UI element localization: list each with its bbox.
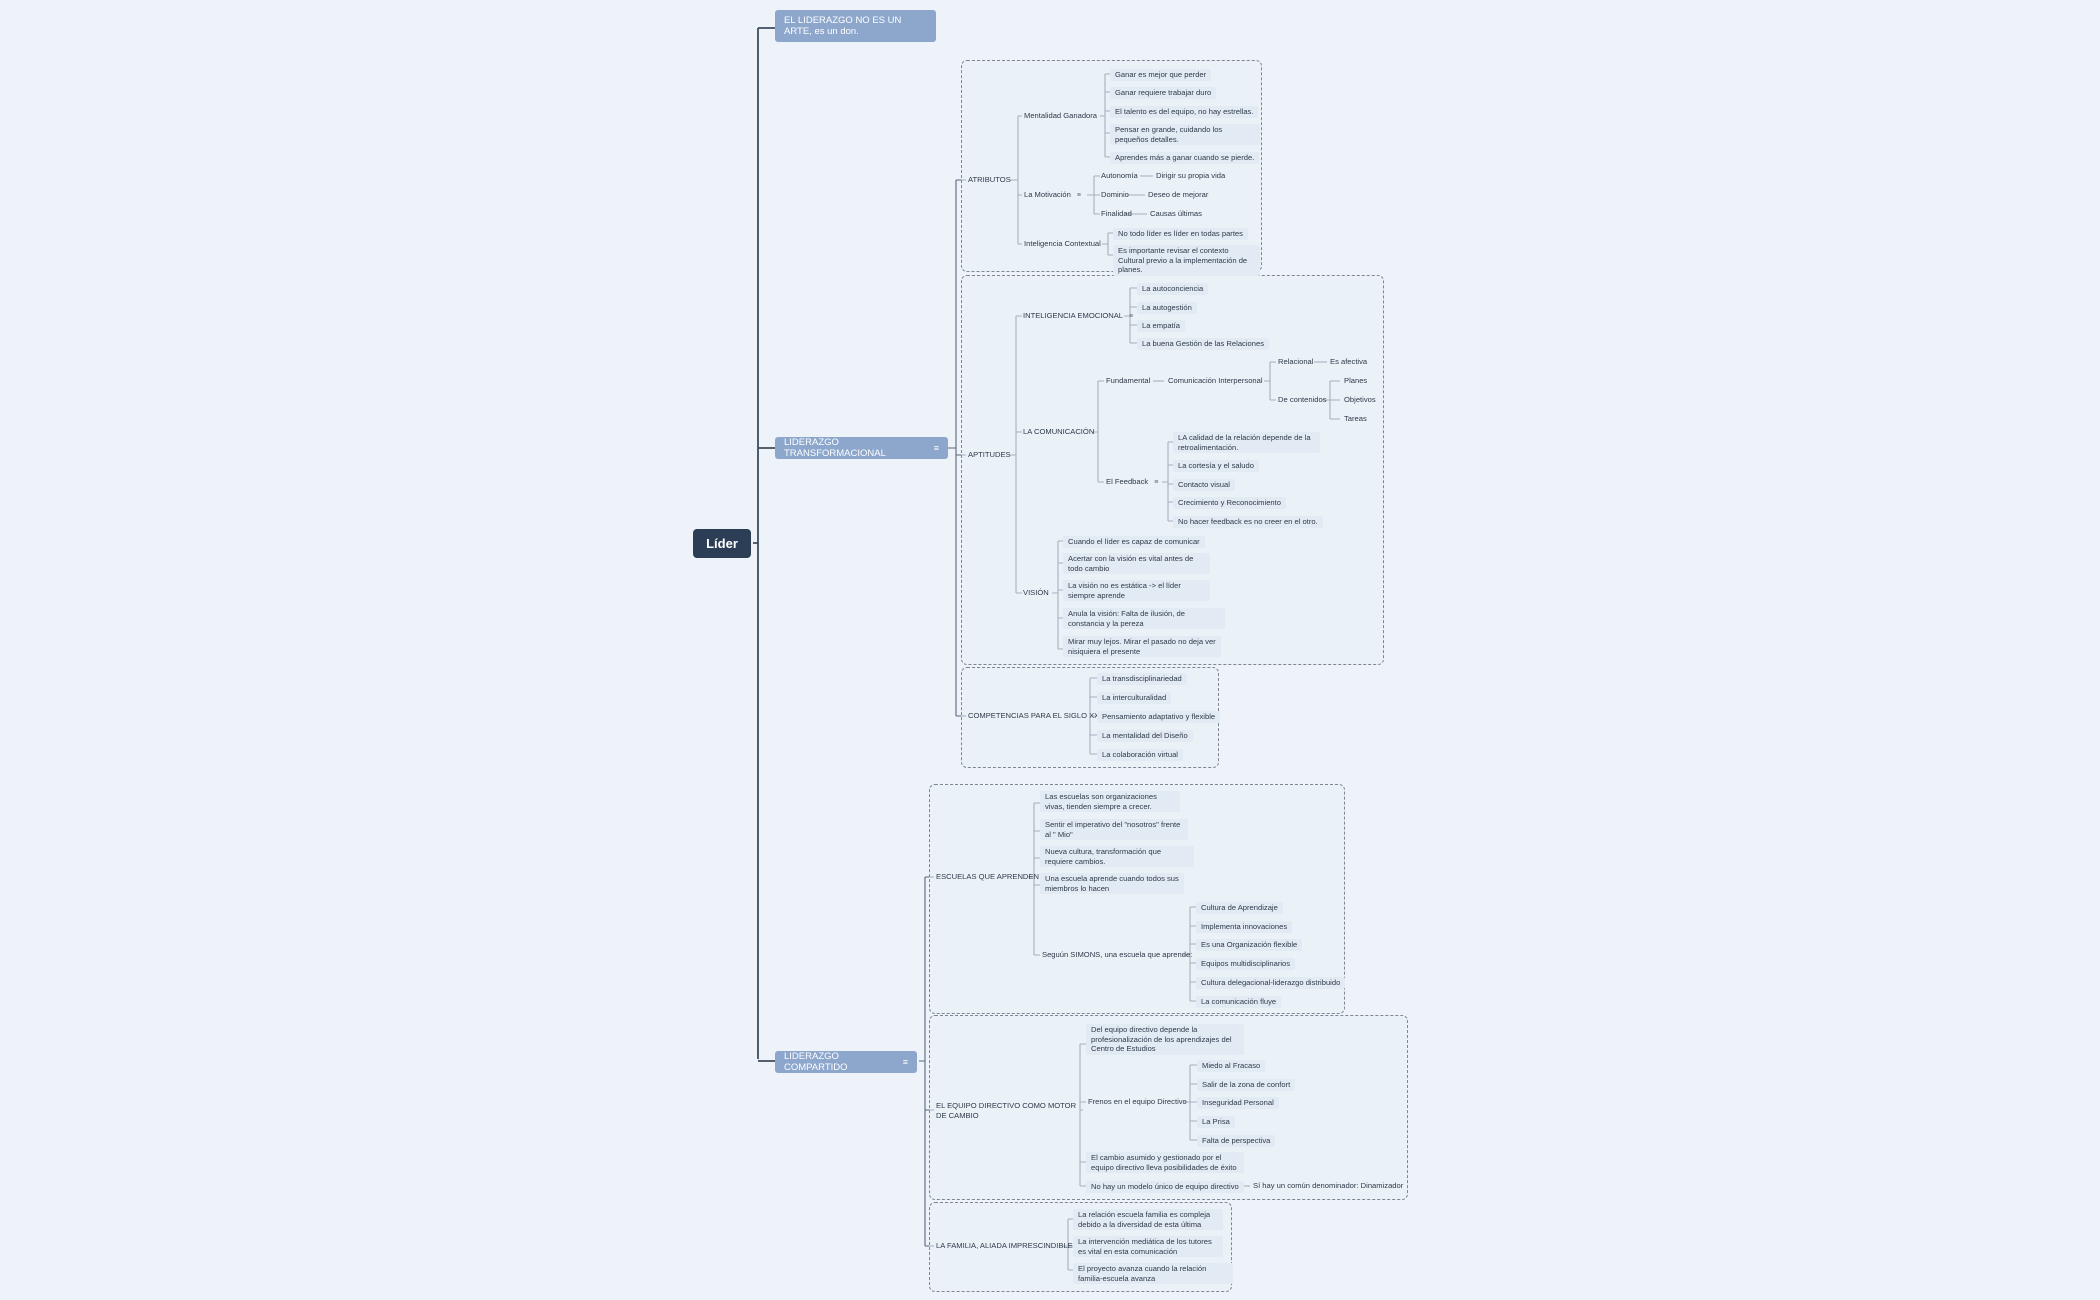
- leaf-contextual-1[interactable]: No todo líder es líder en todas partes: [1113, 228, 1248, 240]
- node-planes[interactable]: Planes: [1344, 376, 1368, 385]
- node-equipo-directivo[interactable]: EL EQUIPO DIRECTIVO COMO MOTOR DE CAMBIO: [936, 1101, 1077, 1120]
- node-tareas[interactable]: Tareas: [1344, 414, 1367, 423]
- node-comunicacion-interpersonal[interactable]: Comunicación Interpersonal: [1168, 376, 1263, 385]
- leaf-simons-1[interactable]: Cultura de Aprendizaje: [1196, 902, 1283, 914]
- node-familia[interactable]: LA FAMILIA, ALIADA IMPRESCINDIBLE: [936, 1241, 1073, 1250]
- node-fundamental[interactable]: Fundamental: [1106, 376, 1151, 385]
- leaf-emocional-1[interactable]: La autoconciencia: [1137, 283, 1209, 295]
- notes-icon[interactable]: ≡: [1129, 313, 1134, 320]
- leaf-vision-5[interactable]: Mirar muy lejos. Mirar el pasado no deja…: [1063, 636, 1221, 657]
- node-competencias[interactable]: COMPETENCIAS PARA EL SIGLO XXI: [968, 711, 1102, 720]
- leaf-mentalidad-3[interactable]: El talento es del equipo, no hay estrell…: [1110, 106, 1259, 118]
- node-escuelas[interactable]: ESCUELAS QUE APRENDEN: [936, 872, 1039, 881]
- leaf-frenos-3[interactable]: Inseguridad Personal: [1197, 1097, 1279, 1109]
- leaf-equipo-modelo[interactable]: No hay un modelo único de equipo directi…: [1086, 1181, 1244, 1193]
- node-autonomia[interactable]: Autonomía: [1101, 171, 1138, 180]
- leaf-emocional-3[interactable]: La empatía: [1137, 320, 1185, 332]
- node-frenos[interactable]: Frenos en el equipo Directivo: [1088, 1097, 1187, 1106]
- leaf-competencias-5[interactable]: La colaboración virtual: [1097, 749, 1183, 761]
- leaf-simons-6[interactable]: La comunicación fluye: [1196, 996, 1282, 1008]
- node-vision[interactable]: VISIÓN: [1023, 588, 1049, 597]
- leaf-escuelas-2[interactable]: Sentir el imperativo del "nosotros" fren…: [1040, 819, 1188, 840]
- notes-icon[interactable]: ≡: [1076, 192, 1081, 199]
- leaf-mentalidad-1[interactable]: Ganar es mejor que perder: [1110, 69, 1212, 81]
- node-atributos[interactable]: ATRIBUTOS: [968, 175, 1011, 184]
- leaf-vision-3[interactable]: La visión no es estática -> el líder sie…: [1063, 580, 1210, 601]
- leaf-vision-2[interactable]: Acertar con la visión es vital antes de …: [1063, 553, 1210, 574]
- node-finalidad[interactable]: Finalidad: [1101, 209, 1132, 218]
- leaf-escuelas-1[interactable]: Las escuelas son organizaciones vivas, t…: [1040, 791, 1180, 812]
- leaf-emocional-2[interactable]: La autogestión: [1137, 302, 1197, 314]
- node-simons[interactable]: Seguún SIMONS, una escuela que aprende:: [1042, 950, 1193, 959]
- node-es-afectiva[interactable]: Es afectiva: [1330, 357, 1368, 366]
- leaf-simons-2[interactable]: Implementa innovaciones: [1196, 921, 1293, 933]
- leaf-mentalidad-2[interactable]: Ganar requiere trabajar duro: [1110, 87, 1217, 99]
- node-autonomia-detail[interactable]: Dirigir su propia vida: [1156, 171, 1226, 180]
- leaf-vision-4[interactable]: Anula la visión: Falta de ilusión, de co…: [1063, 608, 1225, 629]
- node-aptitudes[interactable]: APTITUDES: [968, 450, 1011, 459]
- root-node[interactable]: Líder: [693, 529, 751, 558]
- leaf-frenos-4[interactable]: La Prisa: [1197, 1116, 1235, 1128]
- leaf-competencias-2[interactable]: La interculturalidad: [1097, 692, 1172, 704]
- leaf-simons-5[interactable]: Cultura delegacional-liderazgo distribui…: [1196, 977, 1346, 989]
- leaf-familia-1[interactable]: La relación escuela familia es compleja …: [1073, 1209, 1223, 1230]
- node-inteligencia-contextual[interactable]: Inteligencia Contextual: [1024, 239, 1101, 248]
- leaf-simons-4[interactable]: Equipos multidisciplinarios: [1196, 958, 1296, 970]
- node-dominio[interactable]: Dominio: [1101, 190, 1129, 199]
- notes-icon[interactable]: ≡: [902, 1056, 908, 1067]
- node-modelo-detail[interactable]: Sí hay un común denominador: Dinamizador: [1253, 1181, 1404, 1190]
- branch-compartido[interactable]: LIDERAZGO COMPARTIDO ≡: [775, 1051, 917, 1073]
- node-motivacion[interactable]: La Motivación ≡: [1024, 190, 1081, 201]
- node-finalidad-detail[interactable]: Causas últimas: [1150, 209, 1202, 218]
- leaf-frenos-5[interactable]: Falta de perspectiva: [1197, 1135, 1276, 1147]
- leaf-escuelas-4[interactable]: Una escuela aprende cuando todos sus mie…: [1040, 873, 1184, 894]
- leaf-escuelas-3[interactable]: Nueva cultura, transformación que requie…: [1040, 846, 1194, 867]
- node-dominio-detail[interactable]: Deseo de mejorar: [1148, 190, 1209, 199]
- branch-arte-label: EL LIDERAZGO NO ES UN ARTE, es un don.: [784, 15, 902, 37]
- node-inteligencia-emocional[interactable]: INTELIGENCIA EMOCIONAL ≡: [1023, 311, 1133, 322]
- leaf-feedback-2[interactable]: La cortesía y el saludo: [1173, 460, 1259, 472]
- notes-icon[interactable]: ≡: [1154, 479, 1159, 486]
- leaf-simons-3[interactable]: Es una Organización flexible: [1196, 939, 1303, 951]
- leaf-frenos-2[interactable]: Salir de la zona de confort: [1197, 1079, 1296, 1091]
- leaf-vision-1[interactable]: Cuando el líder es capaz de comunicar: [1063, 536, 1205, 548]
- branch-transformacional[interactable]: LIDERAZGO TRANSFORMACIONAL ≡: [775, 437, 948, 459]
- leaf-feedback-3[interactable]: Contacto visual: [1173, 479, 1235, 491]
- feedback-label: El Feedback: [1106, 477, 1149, 486]
- branch-arte[interactable]: EL LIDERAZGO NO ES UN ARTE, es un don.: [775, 10, 936, 42]
- emocional-label: INTELIGENCIA EMOCIONAL: [1023, 311, 1124, 320]
- leaf-competencias-4[interactable]: La mentalidad del Diseño: [1097, 730, 1193, 742]
- leaf-contextual-2[interactable]: Es importante revisar el contexto Cultur…: [1113, 245, 1260, 276]
- node-comunicacion[interactable]: LA COMUNICACIÓN: [1023, 427, 1095, 436]
- leaf-equipo-1[interactable]: Del equipo directivo depende la profesio…: [1086, 1024, 1244, 1055]
- notes-icon[interactable]: ≡: [933, 442, 939, 453]
- node-relacional[interactable]: Relacional: [1278, 357, 1314, 366]
- node-feedback[interactable]: El Feedback ≡: [1106, 477, 1158, 488]
- branch-transformacional-label: LIDERAZGO TRANSFORMACIONAL: [784, 437, 886, 459]
- leaf-feedback-5[interactable]: No hacer feedback es no creer en el otro…: [1173, 516, 1323, 528]
- leaf-feedback-1[interactable]: LA calidad de la relación depende de la …: [1173, 432, 1320, 453]
- leaf-feedback-4[interactable]: Crecimiento y Reconocimiento: [1173, 497, 1286, 509]
- leaf-emocional-4[interactable]: La buena Gestión de las Relaciones: [1137, 338, 1270, 350]
- motivacion-label: La Motivación: [1024, 190, 1071, 199]
- node-mentalidad-ganadora[interactable]: Mentalidad Ganadora: [1024, 111, 1098, 120]
- leaf-competencias-3[interactable]: Pensamiento adaptativo y flexible: [1097, 711, 1221, 723]
- branch-compartido-label: LIDERAZGO COMPARTIDO: [784, 1051, 848, 1073]
- node-objetivos[interactable]: Objetivos: [1344, 395, 1376, 404]
- leaf-frenos-1[interactable]: Miedo al Fracaso: [1197, 1060, 1266, 1072]
- leaf-competencias-1[interactable]: La transdisciplinariedad: [1097, 673, 1187, 685]
- leaf-familia-3[interactable]: El proyecto avanza cuando la relación fa…: [1073, 1263, 1233, 1284]
- leaf-familia-2[interactable]: La intervención mediática de los tutores…: [1073, 1236, 1223, 1257]
- leaf-equipo-cambio[interactable]: El cambio asumido y gestionado por el eq…: [1086, 1152, 1244, 1173]
- leaf-mentalidad-5[interactable]: Aprendes más a ganar cuando se pierde.: [1110, 152, 1260, 164]
- leaf-mentalidad-4[interactable]: Pensar en grande, cuidando los pequeños …: [1110, 124, 1260, 145]
- node-de-contenidos[interactable]: De contenidos: [1278, 395, 1327, 404]
- root-label: Líder: [706, 536, 738, 551]
